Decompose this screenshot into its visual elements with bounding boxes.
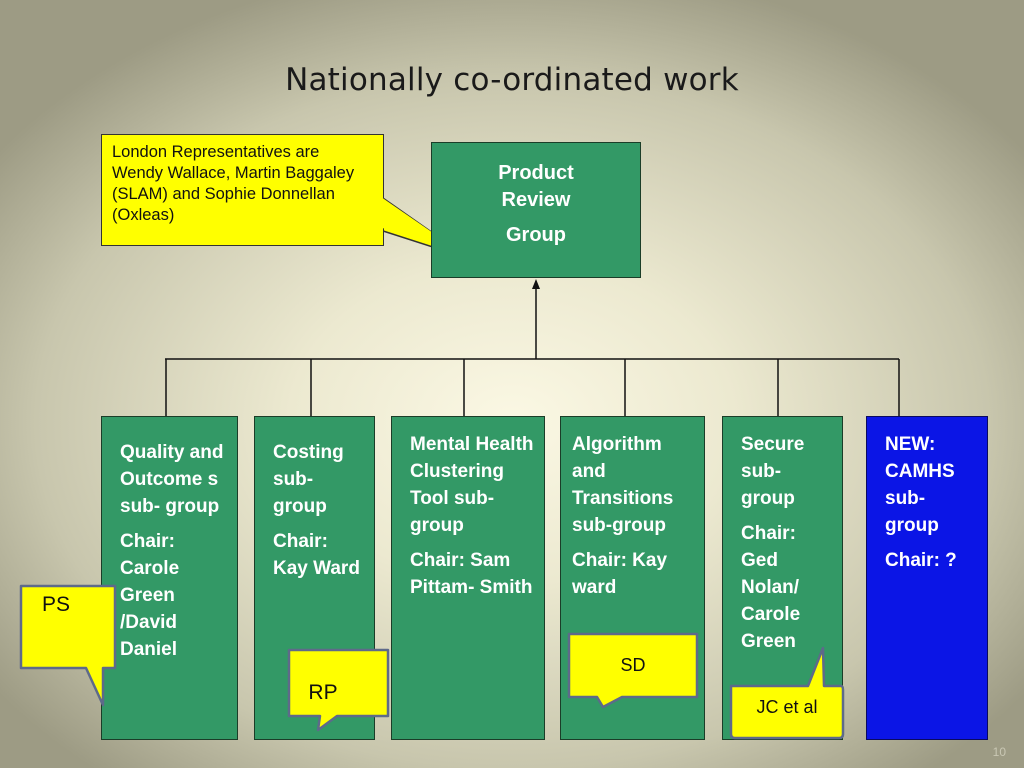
subgroup-name: NEW: CAMHS sub- group — [885, 434, 955, 536]
subgroup-chair: Chair: Kay Ward — [273, 531, 360, 579]
subgroup-name: Secure sub- group — [741, 434, 805, 509]
subgroup-name: Algorithm and Transitions sub-group — [572, 434, 674, 536]
arrowhead-icon — [532, 279, 540, 289]
subgroup-clustering-tool: Mental Health Clustering Tool sub- group… — [391, 416, 545, 740]
sd-bubble-label: SD — [620, 655, 646, 675]
subgroup-chair: Chair: Sam Pittam- Smith — [410, 550, 533, 598]
jc-bubble-label: JC et al — [756, 697, 818, 717]
page-number: 10 — [992, 745, 1006, 759]
subgroup-quality-outcomes: Quality and Outcome s sub- group Chair: … — [101, 416, 238, 740]
london-representatives-callout: London Representatives are Wendy Wallace… — [101, 134, 384, 246]
box-line-review: Review — [501, 189, 571, 211]
box-line-group: Group — [506, 224, 566, 246]
slide-title: Nationally co-ordinated work — [285, 62, 739, 98]
subgroup-camhs-new: NEW: CAMHS sub- group Chair: ? — [866, 416, 988, 740]
subgroup-chair: Chair: Ged Nolan/ Carole Green — [741, 523, 801, 652]
subgroup-chair: Chair: Carole Green /David Daniel — [120, 531, 180, 660]
callout-text: London Representatives are Wendy Wallace… — [112, 143, 355, 224]
box-line-product: Product — [498, 162, 574, 184]
subgroup-name: Costing sub- group — [273, 442, 344, 517]
subgroup-chair: Chair: Kay ward — [572, 550, 668, 598]
subgroup-chair: Chair: ? — [885, 550, 957, 571]
rp-bubble-label: RP — [308, 681, 338, 704]
product-review-group-box: Product Review Group — [431, 142, 641, 278]
subgroup-name: Quality and Outcome s sub- group — [120, 442, 224, 517]
ps-bubble-label: PS — [41, 593, 70, 616]
subgroup-name: Mental Health Clustering Tool sub- group — [410, 434, 534, 536]
